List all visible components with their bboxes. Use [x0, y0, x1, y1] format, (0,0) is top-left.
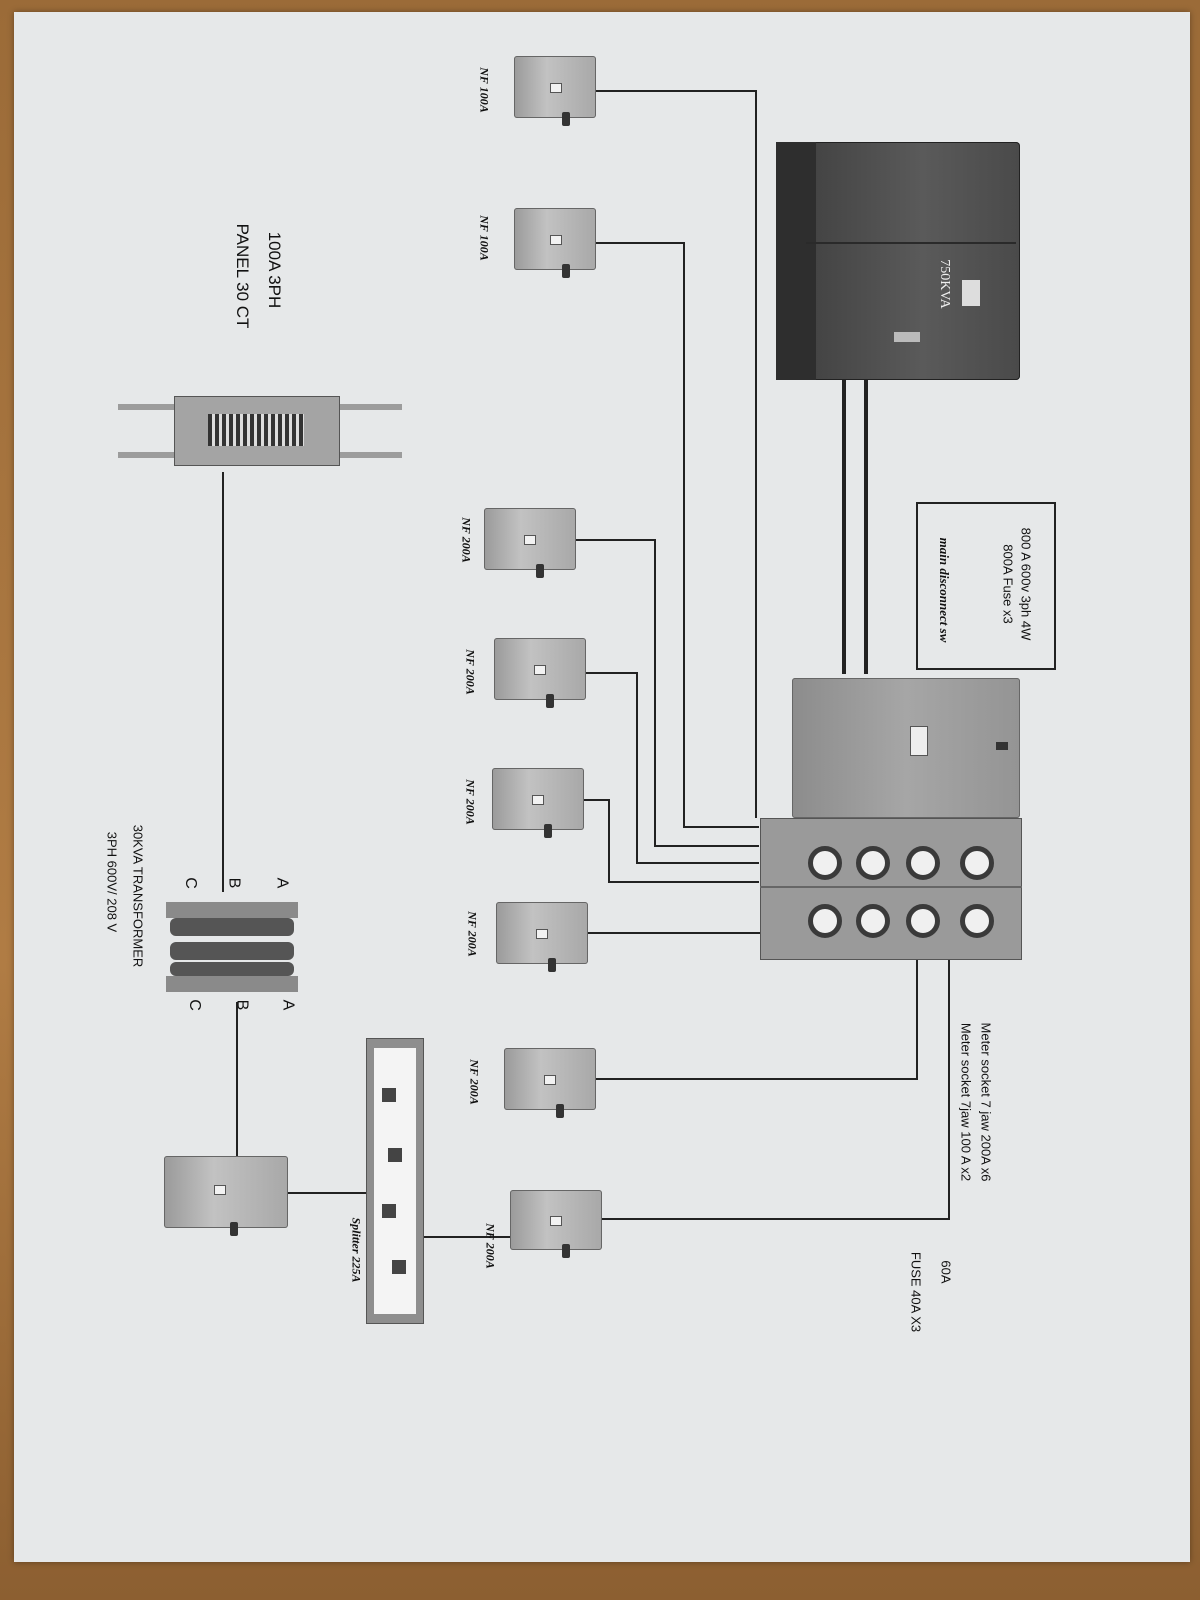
dry-type-transformer-30kva	[166, 892, 298, 1002]
wire	[584, 799, 610, 801]
nf-200a-label: NF 200A	[463, 649, 478, 695]
main-disconnect-rating: 800 A 600v 3ph 4W	[1018, 527, 1034, 641]
main-disconnect-label-box	[916, 502, 1056, 670]
meter-socket-bank	[760, 818, 1022, 960]
meter-socket	[960, 846, 994, 880]
meter-socket-200a-label: Meter socket 7 jaw 200A x6	[978, 1022, 994, 1182]
wire	[842, 374, 846, 674]
wire	[864, 374, 868, 674]
wire	[424, 1236, 516, 1238]
phase-a-label: A	[279, 999, 297, 1011]
meter-socket	[808, 846, 842, 880]
phase-b-label: B	[233, 999, 251, 1011]
wire	[596, 1078, 918, 1080]
wire	[636, 862, 759, 864]
fuse-60a-label: 60A	[938, 1260, 954, 1284]
transformer-30kva-label: 30KVA TRANSFORMER	[130, 824, 146, 968]
meter-socket	[856, 846, 890, 880]
phase-c-label: C	[185, 999, 203, 1011]
phase-a-label: A	[273, 877, 291, 889]
panel-rating-label: 100A 3PH	[265, 231, 284, 309]
meter-socket	[906, 904, 940, 938]
nf-100a-disconnect	[514, 56, 596, 126]
nf-100a-label: NF 100A	[477, 215, 492, 261]
nf-100a-label: NF 100A	[477, 67, 492, 113]
fuse-40a-label: FUSE 40A X3	[908, 1251, 924, 1333]
nf-200a-label: NF 200A	[467, 1059, 482, 1105]
meter-socket	[856, 904, 890, 938]
nf-200a-label: NF 200A	[463, 779, 478, 825]
main-disconnect-fuse: 800A Fuse x3	[1000, 544, 1016, 624]
wire	[608, 799, 610, 883]
nf-200a-label: NF 200A	[483, 1223, 498, 1269]
phase-b-label: B	[225, 877, 243, 889]
nf-100a-disconnect	[514, 208, 596, 278]
main-disconnect-switch	[792, 678, 1020, 818]
wire	[236, 1002, 238, 1160]
wire	[636, 672, 638, 864]
main-disconnect-caption: main disconnect sw	[937, 537, 952, 643]
wire	[608, 881, 759, 883]
wire	[222, 472, 224, 892]
wire	[948, 948, 950, 1220]
meter-socket	[960, 904, 994, 938]
nf-200a-label: NF 200A	[459, 517, 474, 563]
nf-200a-disconnect	[510, 1190, 602, 1258]
fused-disconnect-60a	[164, 1156, 288, 1236]
transformer-nameplate	[962, 280, 980, 306]
pad-mount-transformer	[776, 142, 1020, 380]
wire	[596, 242, 684, 244]
nf-200a-disconnect	[494, 638, 586, 708]
wire	[654, 845, 759, 847]
wire	[654, 539, 656, 847]
nf-200a-disconnect	[492, 768, 584, 838]
panel-circuit-label: PANEL 30 CT	[233, 223, 252, 329]
wire	[288, 1192, 370, 1194]
panelboard-100a	[118, 396, 402, 466]
wire	[683, 242, 685, 828]
wire	[602, 1218, 950, 1220]
wire	[586, 672, 638, 674]
wire	[755, 90, 757, 818]
nf-200a-disconnect	[504, 1048, 596, 1118]
wire	[916, 948, 918, 1080]
transformer-voltage-label: 3PH 600V/ 208 V	[104, 831, 120, 933]
nf-200a-disconnect	[496, 902, 588, 972]
splitter-225a	[366, 1038, 424, 1324]
transformer-rating-label: 750KVA	[937, 259, 952, 309]
diagram-paper: 750KVA 800 A 600v 3ph 4W 800A Fuse x3 ma…	[14, 12, 1190, 1562]
meter-socket-100a-label: Meter socket 7jaw 100 A x2	[958, 1022, 974, 1182]
phase-c-label: C	[181, 877, 199, 889]
splitter-label: Splitter 225A	[349, 1217, 364, 1283]
meter-socket	[808, 904, 842, 938]
meter-socket	[906, 846, 940, 880]
nf-200a-label: NF 200A	[465, 911, 480, 957]
wire	[576, 539, 656, 541]
nf-200a-disconnect	[484, 508, 576, 578]
wire	[588, 932, 760, 934]
wire	[683, 826, 759, 828]
wire	[596, 90, 756, 92]
